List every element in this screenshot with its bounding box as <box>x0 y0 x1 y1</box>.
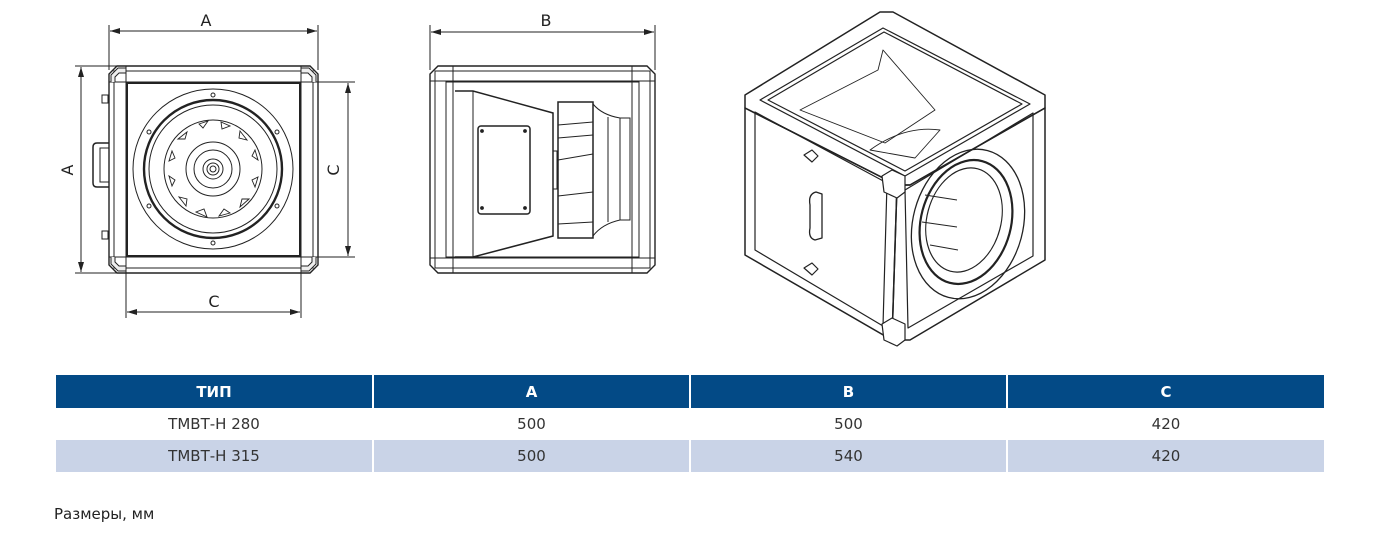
technical-drawings: A A C C B <box>58 11 1046 347</box>
cell-a: 500 <box>372 408 690 440</box>
cell-b: 500 <box>689 408 1007 440</box>
cell-type: ТМВТ-Н 315 <box>56 440 373 472</box>
header-a: A <box>372 375 690 408</box>
front-view-drawing <box>75 25 355 318</box>
cell-c: 420 <box>1006 408 1324 440</box>
dim-label-c-bottom: C <box>208 292 219 311</box>
dim-label-b-top: B <box>541 11 552 30</box>
header-c: C <box>1006 375 1324 408</box>
cell-b: 540 <box>689 440 1007 472</box>
units-note: Размеры, мм <box>54 505 155 523</box>
header-type: ТИП <box>56 375 373 408</box>
dim-label-a-left: A <box>58 164 77 175</box>
isometric-view-drawing <box>744 11 1046 347</box>
table-row: ТМВТ-Н 280 500 500 420 <box>56 408 1324 440</box>
header-b: B <box>689 375 1007 408</box>
cell-type: ТМВТ-Н 280 <box>56 408 373 440</box>
dim-label-a-top: A <box>201 11 212 30</box>
dim-label-c-right: C <box>324 164 343 175</box>
side-view-drawing <box>429 25 656 274</box>
table-row: ТМВТ-Н 315 500 540 420 <box>56 440 1324 472</box>
cell-c: 420 <box>1006 440 1324 472</box>
cell-a: 500 <box>372 440 690 472</box>
table-header-row: ТИП A B C <box>56 375 1324 408</box>
dimensions-table: ТИП A B C ТМВТ-Н 280 500 500 420 ТМВТ-Н … <box>56 375 1324 472</box>
